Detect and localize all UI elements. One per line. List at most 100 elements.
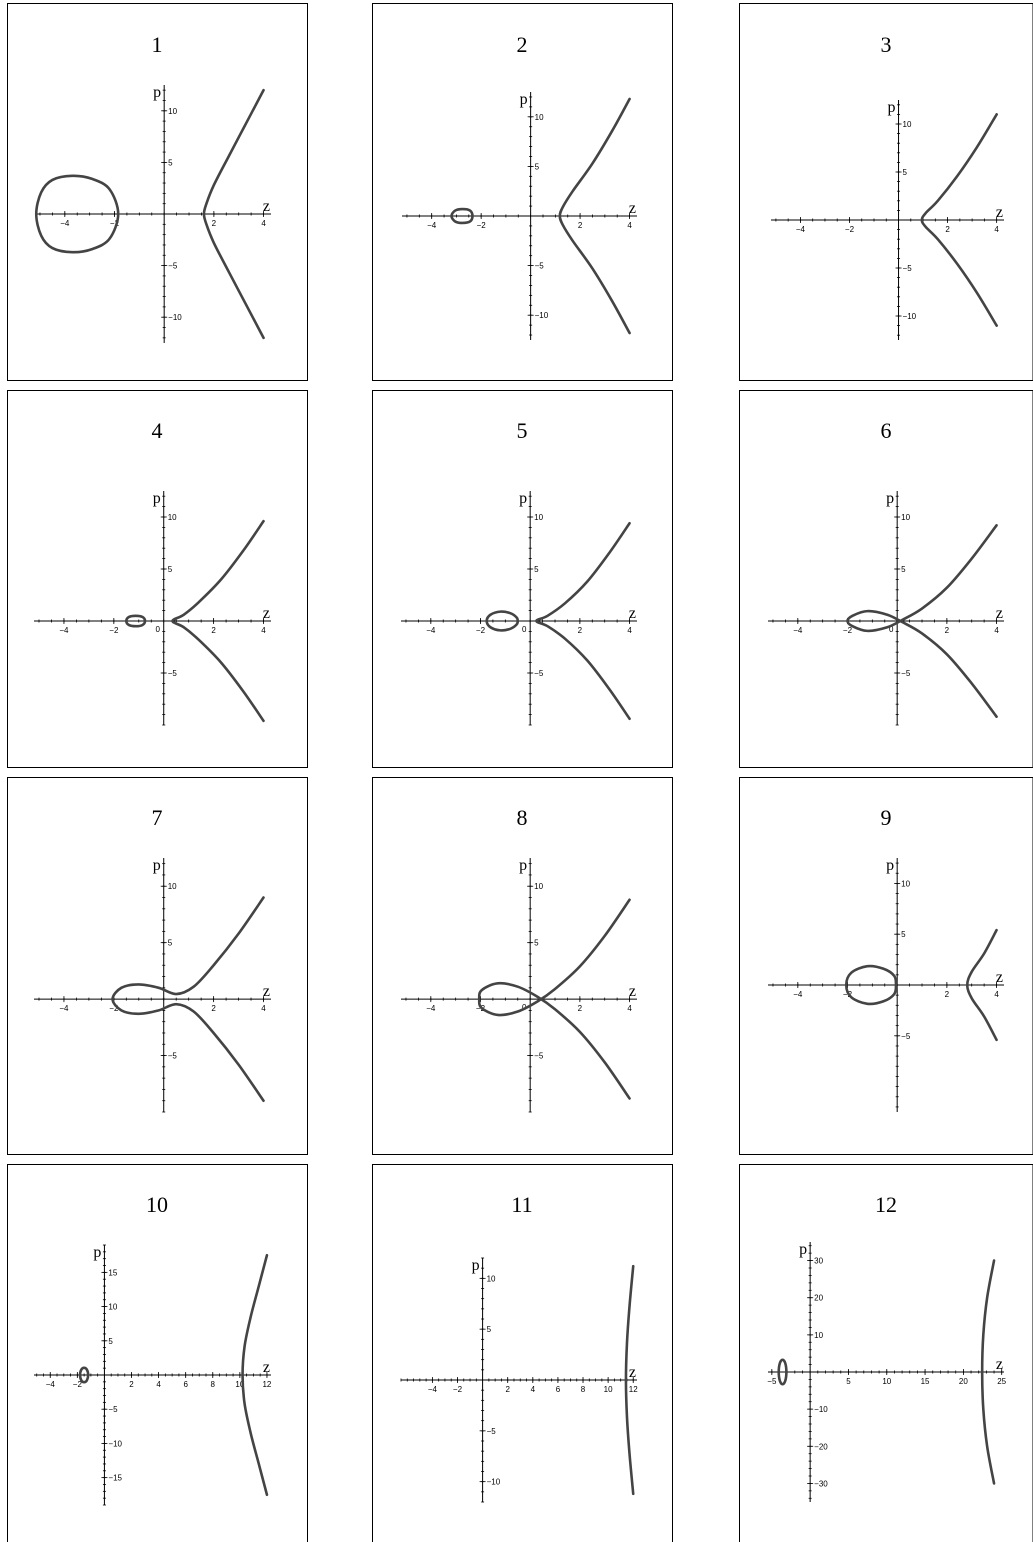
- y-tick-label: −5: [108, 1405, 118, 1414]
- panel-frame: [372, 1164, 673, 1542]
- x-tick-label: −2: [109, 626, 119, 635]
- y-axis-label: p: [886, 857, 894, 874]
- y-axis-label: p: [93, 1244, 101, 1261]
- x-axis-label: z: [263, 198, 270, 215]
- y-tick-label: −5: [903, 264, 913, 273]
- x-tick-label: 5: [846, 1377, 851, 1386]
- x-tick-label: 2: [129, 1380, 134, 1389]
- panel-frame: [7, 1164, 308, 1542]
- x-tick-label: −4: [793, 990, 803, 999]
- panel-frame: [372, 777, 673, 1155]
- x-tick-label: −4: [793, 626, 803, 635]
- y-tick-label: 5: [535, 162, 540, 171]
- y-tick-label: −5: [487, 1427, 497, 1436]
- x-tick-label: −2: [109, 1004, 119, 1013]
- x-axis-label: z: [996, 969, 1003, 986]
- x-axis-label: z: [263, 1359, 270, 1376]
- panel-frame: [739, 3, 1033, 381]
- x-tick-label: −4: [426, 626, 436, 635]
- panel-frame: [372, 390, 673, 768]
- panel-number: 5: [517, 418, 528, 443]
- y-tick-label: −5: [901, 1032, 911, 1041]
- y-tick-label: −10: [814, 1405, 828, 1414]
- x-tick-label: 2: [578, 1004, 583, 1013]
- closed-oval-curve: [844, 964, 898, 1006]
- y-tick-label: 10: [534, 513, 543, 522]
- y-tick-label: 5: [534, 939, 539, 948]
- y-tick-label: −5: [535, 262, 545, 271]
- open-branch-curve: [202, 88, 265, 340]
- y-tick-label: −15: [108, 1474, 122, 1483]
- y-tick-label: 20: [814, 1294, 823, 1303]
- x-tick-label: −2: [73, 1380, 83, 1389]
- y-tick-label: −5: [168, 262, 178, 271]
- x-tick-label: 10: [882, 1377, 891, 1386]
- panel-number: 3: [881, 32, 892, 57]
- x-tick-label: −5: [767, 1377, 777, 1386]
- open-branch-curve: [846, 524, 998, 718]
- x-tick-label: −4: [60, 219, 70, 228]
- x-tick-label: −2: [453, 1385, 463, 1394]
- y-tick-label: −10: [487, 1478, 501, 1487]
- x-axis-label: z: [629, 605, 636, 622]
- open-branch-curve: [965, 928, 998, 1042]
- y-axis-label: p: [472, 1257, 480, 1274]
- x-tick-label: −4: [796, 225, 806, 234]
- x-axis-label: z: [263, 983, 270, 1000]
- x-tick-label: 4: [627, 1004, 632, 1013]
- y-tick-label: −10: [903, 312, 917, 321]
- y-axis-label: p: [888, 99, 896, 116]
- closed-oval-curve: [450, 207, 474, 225]
- x-tick-label: 4: [531, 1385, 536, 1394]
- closed-oval-curve: [485, 610, 520, 632]
- x-axis-label: z: [629, 1364, 636, 1381]
- x-tick-label: 15: [921, 1377, 930, 1386]
- origin-label: 0: [889, 625, 894, 634]
- open-branch-curve: [477, 898, 631, 1100]
- x-axis-label: z: [629, 983, 636, 1000]
- panel-number: 4: [152, 418, 163, 443]
- x-axis-label: z: [996, 1356, 1003, 1373]
- panel-number: 11: [511, 1192, 532, 1217]
- x-tick-label: 4: [994, 626, 999, 635]
- x-tick-label: 2: [945, 225, 950, 234]
- x-tick-label: −2: [110, 219, 120, 228]
- x-tick-label: 4: [627, 221, 632, 230]
- x-axis-label: z: [996, 204, 1003, 221]
- y-tick-label: −10: [168, 313, 182, 322]
- y-tick-label: 10: [168, 107, 177, 116]
- x-tick-label: 4: [261, 219, 266, 228]
- x-tick-label: 2: [211, 626, 216, 635]
- origin-label: 0: [522, 625, 527, 634]
- panel-number: 12: [875, 1192, 897, 1217]
- y-tick-label: 15: [108, 1268, 117, 1277]
- x-tick-label: 8: [581, 1385, 586, 1394]
- panel-number: 7: [152, 805, 163, 830]
- open-branch-curve: [111, 896, 265, 1103]
- panel-number: 2: [517, 32, 528, 57]
- y-tick-label: −10: [535, 311, 549, 320]
- x-tick-label: 2: [945, 626, 950, 635]
- panel-number: 10: [146, 1192, 168, 1217]
- x-tick-label: 6: [556, 1385, 561, 1394]
- y-tick-label: 10: [534, 882, 543, 891]
- open-branch-curve: [920, 113, 998, 327]
- panel-number: 9: [881, 805, 892, 830]
- y-tick-label: −5: [168, 1052, 178, 1061]
- y-axis-label: p: [519, 857, 527, 874]
- y-tick-label: 10: [108, 1303, 117, 1312]
- x-tick-label: 2: [211, 1004, 216, 1013]
- y-tick-label: −5: [168, 669, 178, 678]
- panel-frame: [739, 1164, 1033, 1542]
- open-branch-curve: [241, 1253, 269, 1497]
- x-tick-label: 4: [261, 626, 266, 635]
- y-tick-label: 5: [108, 1337, 113, 1346]
